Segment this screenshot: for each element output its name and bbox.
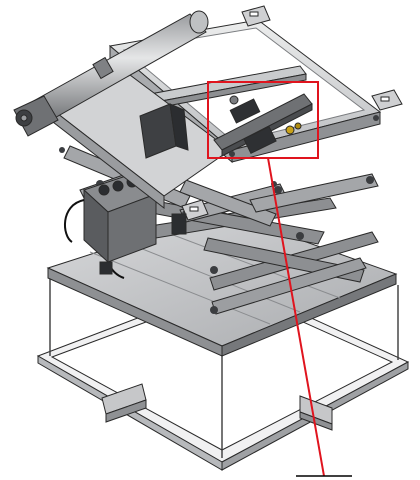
highlight-box	[207, 81, 319, 159]
motor-icon	[13, 10, 209, 137]
limit-switch-icon	[229, 95, 302, 154]
leader-line	[267, 157, 325, 477]
gearbox	[139, 103, 189, 235]
control-box-icon	[63, 173, 157, 279]
mounting-tabs	[181, 5, 403, 221]
bottom-brackets	[101, 383, 333, 431]
